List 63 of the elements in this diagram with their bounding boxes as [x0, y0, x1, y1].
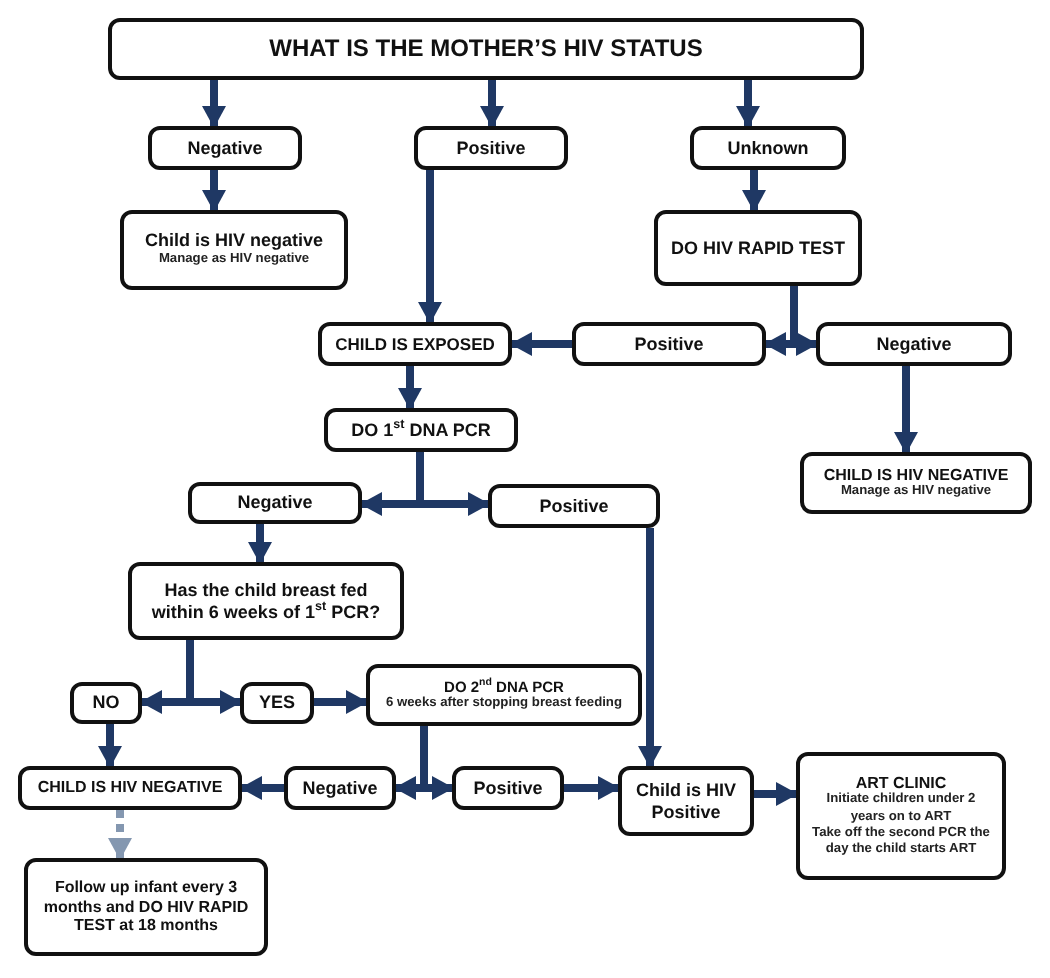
arrow: [736, 80, 760, 128]
question-box: [128, 562, 404, 640]
process-box: [148, 126, 302, 170]
process-box: [120, 210, 348, 290]
arrow: [564, 776, 620, 800]
arrow: [790, 286, 818, 356]
box-heading: Positive: [634, 333, 704, 355]
arrow: [510, 332, 572, 356]
box-heading: CHILD IS EXPOSED: [335, 333, 495, 355]
arrow: [754, 782, 798, 806]
box-heading: YES: [258, 692, 295, 714]
box-heading: DO HIV RAPID TEST: [670, 237, 845, 259]
arrow: [418, 170, 442, 324]
box-heading: Positive: [456, 137, 526, 159]
process-box: [572, 322, 766, 366]
process-box: [24, 858, 268, 956]
arrow: [202, 170, 226, 212]
box-heading: CHILD IS HIV NEGATIVE: [37, 778, 223, 798]
arrow: [314, 690, 368, 714]
box-heading: Negative: [187, 137, 263, 159]
box-heading: CHILD IS HIV NEGATIVE: [823, 465, 1009, 484]
process-box: [488, 484, 660, 528]
arrow: [638, 528, 662, 768]
process-box: [654, 210, 862, 286]
arrow: [894, 366, 918, 454]
box-heading: Has the child breast fed within 6 weeks of 1$^{st}$ PCR?: [149, 579, 383, 623]
box-heading: Positive: [473, 777, 543, 799]
process-box: [816, 322, 1012, 366]
process-box: [240, 682, 314, 724]
question-box: [108, 18, 864, 80]
arrow: [742, 170, 766, 212]
arrow: [240, 776, 284, 800]
box-heading: WHAT IS THE MOTHER’S HIV STATUS: [269, 34, 703, 64]
box-heading: Negative: [302, 777, 378, 799]
box-heading: ART CLINIC: [855, 773, 947, 792]
arrow: [108, 810, 132, 860]
process-box: [324, 408, 518, 452]
process-box: [414, 126, 568, 170]
arrow: [480, 80, 504, 128]
box-heading: Child is HIV negative: [144, 230, 324, 252]
process-box: [318, 322, 512, 366]
box-heading: Follow up infant every 3 months and DO HIV RAPID TEST at 18 months: [41, 878, 251, 936]
process-box: [18, 766, 242, 810]
process-box: [800, 452, 1032, 514]
arrow: [248, 524, 272, 564]
box-heading: DO 1$^{st}$ DNA PCR: [351, 419, 491, 441]
process-box: [452, 766, 564, 810]
box-heading: Negative: [237, 492, 313, 514]
process-box: [284, 766, 396, 810]
box-heading: Positive: [539, 495, 609, 517]
arrow: [202, 80, 226, 128]
process-box: [366, 664, 642, 726]
process-box: [70, 682, 142, 724]
box-heading: NO: [92, 692, 120, 714]
process-box: [618, 766, 754, 836]
box-heading: Negative: [876, 333, 952, 355]
box-heading: Child is HIV Positive: [633, 779, 738, 823]
box-heading: Unknown: [727, 137, 809, 159]
process-box: [188, 482, 362, 524]
arrow: [98, 724, 122, 768]
process-box: [796, 752, 1006, 880]
process-box: [690, 126, 846, 170]
arrow: [398, 366, 422, 410]
